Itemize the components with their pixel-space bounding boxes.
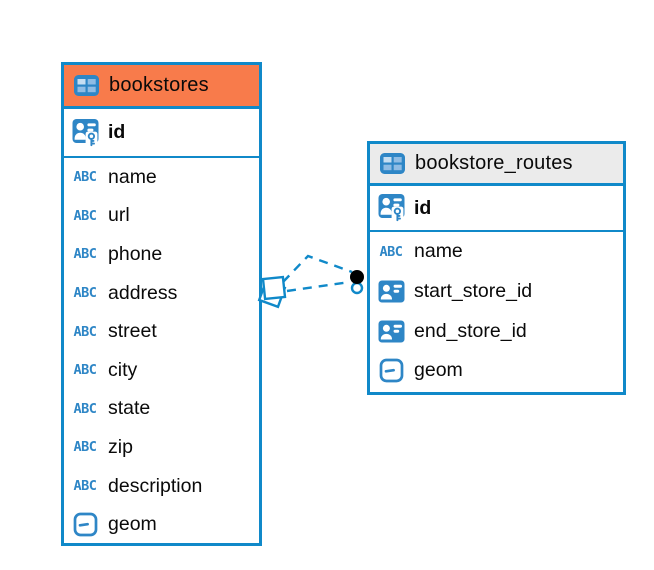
- text-abc-icon: ABC: [379, 243, 403, 260]
- column-name: zip: [108, 435, 133, 458]
- relationship-line[interactable]: [282, 254, 353, 283]
- double-square-marker: [257, 275, 287, 309]
- text-abc-icon: ABC: [73, 207, 97, 224]
- geometry-icon: [377, 358, 405, 383]
- column-row[interactable]: ABC zip: [64, 428, 259, 467]
- text-abc-icon: ABC: [73, 362, 97, 379]
- foreign-key-icon: [377, 280, 405, 303]
- column-name: state: [108, 397, 151, 420]
- primary-key-icon: [71, 118, 99, 148]
- column-row[interactable]: ABC url: [64, 197, 259, 236]
- column-row[interactable]: geom: [64, 505, 259, 544]
- column-row[interactable]: ABC city: [64, 351, 259, 390]
- relationship-line[interactable]: [286, 280, 351, 293]
- entity-header[interactable]: bookstores: [64, 65, 259, 109]
- column-row[interactable]: ABC name: [64, 158, 259, 197]
- foreign-key-icon: [377, 320, 405, 343]
- text-abc-icon: ABC: [73, 478, 97, 495]
- column-row[interactable]: geom: [370, 351, 623, 391]
- column-name: street: [108, 320, 157, 343]
- column-row[interactable]: ABC street: [64, 312, 259, 351]
- entity-header[interactable]: bookstore_routes: [370, 144, 623, 186]
- column-row[interactable]: end_store_id: [370, 311, 623, 351]
- table-icon: [72, 74, 100, 97]
- primary-key-icon: [377, 193, 405, 223]
- column-name: id: [108, 121, 126, 143]
- text-abc-icon: ABC: [73, 169, 97, 186]
- text-abc-icon: ABC: [73, 323, 97, 340]
- column-name: name: [414, 240, 463, 263]
- geometry-icon: [71, 512, 99, 537]
- column-row[interactable]: ABC address: [64, 274, 259, 313]
- text-abc-icon: ABC: [73, 285, 97, 302]
- entity-title: bookstore_routes: [415, 152, 573, 174]
- column-row[interactable]: ABC name: [370, 232, 623, 272]
- column-name: url: [108, 204, 130, 227]
- column-row[interactable]: ABC state: [64, 390, 259, 429]
- column-name: end_store_id: [414, 319, 527, 342]
- column-name: id: [414, 196, 432, 219]
- column-name: phone: [108, 242, 163, 265]
- column-row[interactable]: id: [370, 186, 623, 232]
- column-name: address: [108, 281, 178, 304]
- column-name: geom: [414, 359, 463, 382]
- text-abc-icon: ABC: [73, 439, 97, 456]
- column-name: city: [108, 358, 138, 381]
- column-name: start_store_id: [414, 280, 533, 303]
- entity-title: bookstores: [109, 74, 209, 96]
- column-name: name: [108, 165, 157, 188]
- column-row[interactable]: start_store_id: [370, 272, 623, 312]
- column-name: description: [108, 474, 203, 497]
- column-name: geom: [108, 513, 157, 536]
- column-row[interactable]: id: [64, 109, 259, 158]
- table-icon: [378, 152, 406, 175]
- column-row[interactable]: ABC description: [64, 467, 259, 506]
- dot-circle-marker: [350, 270, 364, 295]
- column-row[interactable]: ABC phone: [64, 235, 259, 274]
- text-abc-icon: ABC: [73, 400, 97, 417]
- text-abc-icon: ABC: [73, 246, 97, 263]
